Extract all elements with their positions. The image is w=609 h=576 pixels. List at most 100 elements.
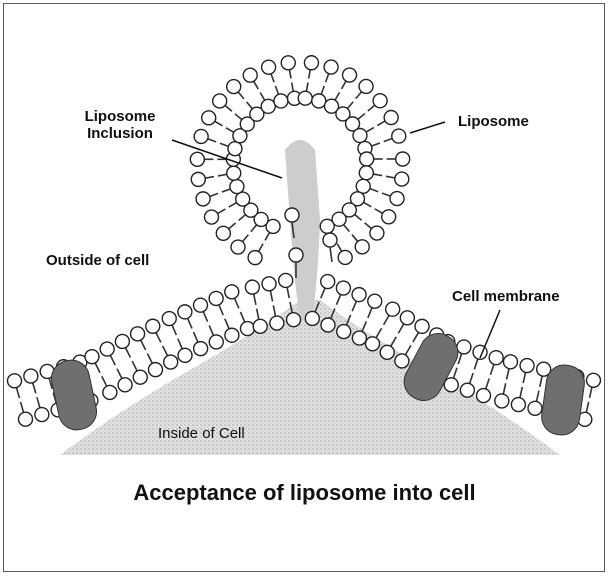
lipid-tail [326, 74, 329, 82]
lipid-tail [178, 339, 182, 349]
lipid-tail [247, 102, 253, 109]
lipid-head [191, 172, 205, 186]
lipid-tail [194, 332, 198, 342]
lipid-head [146, 319, 160, 333]
lipid-tail [270, 291, 272, 302]
lipid-tail [398, 324, 404, 334]
lipid-head [216, 226, 230, 240]
lipid-tail [368, 105, 375, 111]
lipid-tail [229, 203, 237, 208]
lipid-head [35, 408, 49, 422]
lipid-tail [208, 139, 216, 142]
lipid-head [205, 210, 219, 224]
lipid-head [262, 60, 276, 74]
lipid-head [360, 152, 374, 166]
lipid-head [373, 94, 387, 108]
lipid-tail [405, 345, 411, 355]
lipid-tail [172, 325, 176, 335]
label-outside-of-cell: Outside of cell [46, 252, 149, 269]
lipid-head [274, 94, 288, 108]
lipid-head [390, 192, 404, 206]
label-liposome-inclusion: Liposome Inclusion [70, 108, 170, 142]
lipid-head [281, 56, 295, 70]
lipid-tail [260, 93, 265, 101]
lipid-head [457, 340, 471, 354]
lipid-tail [218, 174, 227, 176]
label-inside-of-cell: Inside of Cell [158, 425, 245, 442]
figure-caption: Acceptance of liposome into cell [0, 480, 609, 506]
lipid-head [386, 302, 400, 316]
lipid-tail [520, 387, 522, 398]
lipid-head [495, 394, 509, 408]
lipid-tail [210, 193, 218, 196]
lipid-head [213, 94, 227, 108]
lipid-head [248, 251, 262, 265]
lipid-head [202, 111, 216, 125]
lipid-tail [265, 233, 270, 241]
label-liposome: Liposome [458, 113, 529, 130]
lipid-head [253, 319, 267, 333]
lipid-head [312, 94, 326, 108]
lipid-tail [203, 312, 207, 322]
lipid-tail [384, 139, 392, 142]
lipid-head [396, 152, 410, 166]
lipid-tail [470, 373, 473, 383]
lipid-head [415, 319, 429, 333]
lipid-tail [117, 369, 122, 379]
liposome-inclusion-region [285, 140, 320, 320]
lipid-head [400, 311, 414, 325]
lipid-head [359, 79, 373, 93]
label-liposome-inclusion-line2: Inclusion [70, 125, 170, 142]
lipid-tail [239, 215, 246, 221]
lipid-tail [95, 363, 100, 373]
lipid-tail [490, 364, 493, 374]
lipid-head [353, 129, 367, 143]
lipid-tail [306, 82, 308, 91]
lipid-head [115, 334, 129, 348]
lipid-head [133, 370, 147, 384]
lipid-tail [486, 379, 489, 389]
lipid-head [270, 316, 284, 330]
lipid-head [148, 363, 162, 377]
leader-liposome [410, 122, 445, 133]
lipid-tail [458, 354, 461, 364]
label-cell-membrane: Cell membrane [452, 288, 560, 305]
lipid-tail [364, 202, 372, 207]
lipid-head [241, 322, 255, 336]
lipid-head [225, 328, 239, 342]
lipid-tail [219, 305, 223, 315]
lipid-tail [235, 298, 239, 308]
lipid-tail [229, 223, 236, 229]
lipid-tail [220, 143, 228, 146]
lipid-tail [215, 121, 223, 126]
lipid-head [321, 275, 335, 289]
lipid-head [477, 389, 491, 403]
lipid-tail [330, 247, 332, 262]
lipid-head [520, 359, 534, 373]
lipid-tail [352, 235, 358, 242]
lipid-head [209, 291, 223, 305]
lipid-head [209, 335, 223, 349]
lipid-tail [376, 328, 382, 338]
lipid-head [395, 354, 409, 368]
lipid-head [368, 294, 382, 308]
lipid-tail [273, 305, 275, 316]
lipid-head [395, 172, 409, 186]
lipid-head [366, 337, 380, 351]
lipid-head [586, 373, 600, 387]
lipid-tail [222, 189, 230, 192]
lipid-tail [358, 114, 365, 120]
lipid-tail [126, 348, 131, 358]
lipid-head [245, 280, 259, 294]
lipid-head [503, 355, 517, 369]
lipid-head [85, 350, 99, 364]
lipid-tail [384, 315, 390, 325]
lipid-tail [188, 318, 192, 328]
lipid-tail [347, 102, 353, 109]
lipid-head [382, 210, 396, 224]
lipid-tail [342, 81, 347, 89]
lipid-head [323, 233, 337, 247]
lipid-head [194, 298, 208, 312]
lipid-head [324, 60, 338, 74]
lipid-head [227, 166, 241, 180]
